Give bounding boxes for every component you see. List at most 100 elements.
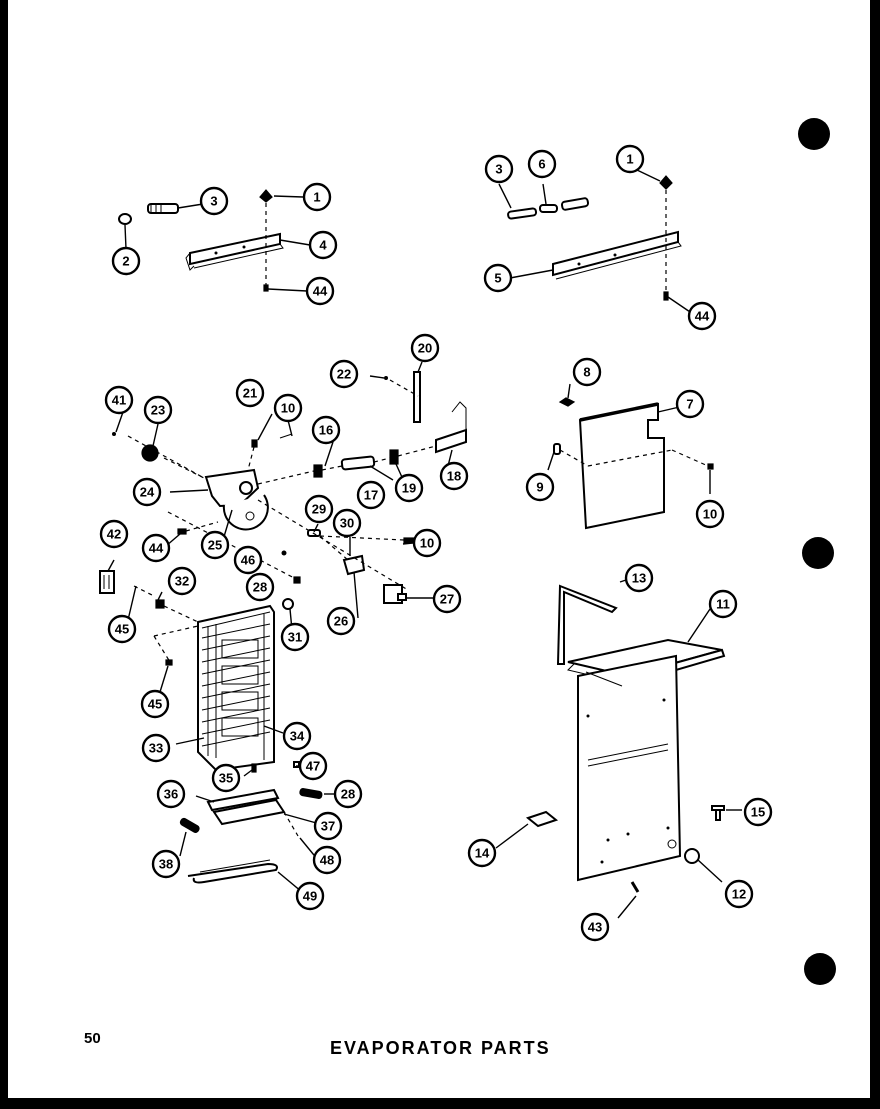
svg-text:13: 13 [632,571,646,586]
svg-text:3: 3 [210,194,217,209]
registration-dot-bottom [804,953,836,985]
registration-dot-middle [802,537,834,569]
callout-34: 34 [282,721,312,751]
svg-text:22: 22 [337,367,351,382]
svg-text:4: 4 [319,238,327,253]
callout-17: 17 [356,480,386,510]
callout-33: 33 [141,733,171,763]
callout-2: 2 [111,246,141,276]
callout-9: 9 [525,472,555,502]
svg-text:44: 44 [313,284,328,299]
svg-text:10: 10 [703,507,717,522]
top-left-assembly [118,189,311,292]
control-assembly [112,361,467,631]
svg-text:30: 30 [340,516,354,531]
callout-3: 3 [199,186,229,216]
exploded-parts-diagram: 1 2 3 4 44 3 6 1 5 44 22 20 41 23 21 10 … [99,118,836,985]
svg-text:34: 34 [290,729,305,744]
callout-44: 44 [305,276,335,306]
callout-28: 28 [333,779,363,809]
svg-text:1: 1 [313,190,320,205]
callout-41: 41 [104,385,134,415]
svg-text:14: 14 [475,846,490,861]
callout-42: 42 [99,519,129,549]
page-number: 50 [84,1030,101,1047]
callout-44: 44 [687,301,717,331]
callout-35: 35 [211,763,241,793]
svg-text:15: 15 [751,805,765,820]
callout-18: 18 [439,461,469,491]
callout-45: 45 [107,614,137,644]
callout-29: 29 [304,494,334,524]
callout-11: 11 [708,589,738,619]
svg-text:32: 32 [175,574,189,589]
callout-4: 4 [308,230,338,260]
svg-text:42: 42 [107,527,121,542]
callout-8: 8 [572,357,602,387]
callout-15: 15 [743,797,773,827]
callout-48: 48 [312,845,342,875]
callout-28: 28 [245,572,275,602]
svg-text:3: 3 [495,162,502,177]
top-right-assembly [498,169,694,315]
callout-47: 47 [298,751,328,781]
callout-1: 1 [302,182,332,212]
svg-text:45: 45 [115,622,129,637]
liner-panel-assembly [495,577,742,919]
svg-text:43: 43 [588,920,602,935]
svg-text:20: 20 [418,341,432,356]
svg-text:38: 38 [159,857,173,872]
callout-14: 14 [467,838,497,868]
callout-36: 36 [156,779,186,809]
svg-text:49: 49 [303,889,317,904]
svg-text:11: 11 [716,597,730,612]
callout-16: 16 [311,415,341,445]
svg-text:24: 24 [140,485,155,500]
svg-text:47: 47 [306,759,320,774]
callout-25: 25 [200,530,230,560]
svg-text:23: 23 [151,403,165,418]
callout-10: 10 [273,393,303,423]
svg-text:1: 1 [626,152,633,167]
svg-text:31: 31 [288,630,302,645]
callout-20: 20 [410,333,440,363]
callout-43: 43 [580,912,610,942]
callout-22: 22 [329,359,359,389]
svg-text:8: 8 [583,365,590,380]
callout-13: 13 [624,563,654,593]
svg-text:28: 28 [341,787,355,802]
svg-text:44: 44 [149,541,164,556]
svg-text:10: 10 [281,401,295,416]
cover-panel-assembly [547,383,714,530]
svg-text:12: 12 [732,887,746,902]
svg-text:9: 9 [536,480,543,495]
evaporator-coil [99,559,284,772]
svg-text:28: 28 [253,580,267,595]
callout-5: 5 [483,263,513,293]
svg-text:29: 29 [312,502,326,517]
drawing-sheet: 1 2 3 4 44 3 6 1 5 44 22 20 41 23 21 10 … [8,0,870,1098]
svg-text:5: 5 [494,271,501,286]
callout-10: 10 [695,499,725,529]
svg-text:25: 25 [208,538,222,553]
callout-10: 10 [412,528,442,558]
svg-text:10: 10 [420,536,434,551]
page-title: EVAPORATOR PARTS [330,1038,551,1058]
svg-text:45: 45 [148,697,162,712]
svg-text:7: 7 [686,397,693,412]
svg-text:44: 44 [695,309,710,324]
svg-text:27: 27 [440,592,454,607]
callout-26: 26 [326,606,356,636]
callout-44: 44 [141,533,171,563]
svg-text:26: 26 [334,614,348,629]
svg-text:46: 46 [241,553,255,568]
svg-text:35: 35 [219,771,233,786]
svg-text:48: 48 [320,853,334,868]
callout-46: 46 [233,545,263,575]
svg-text:36: 36 [164,787,178,802]
svg-text:6: 6 [538,157,545,172]
svg-text:2: 2 [122,254,129,269]
callout-31: 31 [280,622,310,652]
svg-text:21: 21 [243,386,257,401]
callout-23: 23 [143,395,173,425]
